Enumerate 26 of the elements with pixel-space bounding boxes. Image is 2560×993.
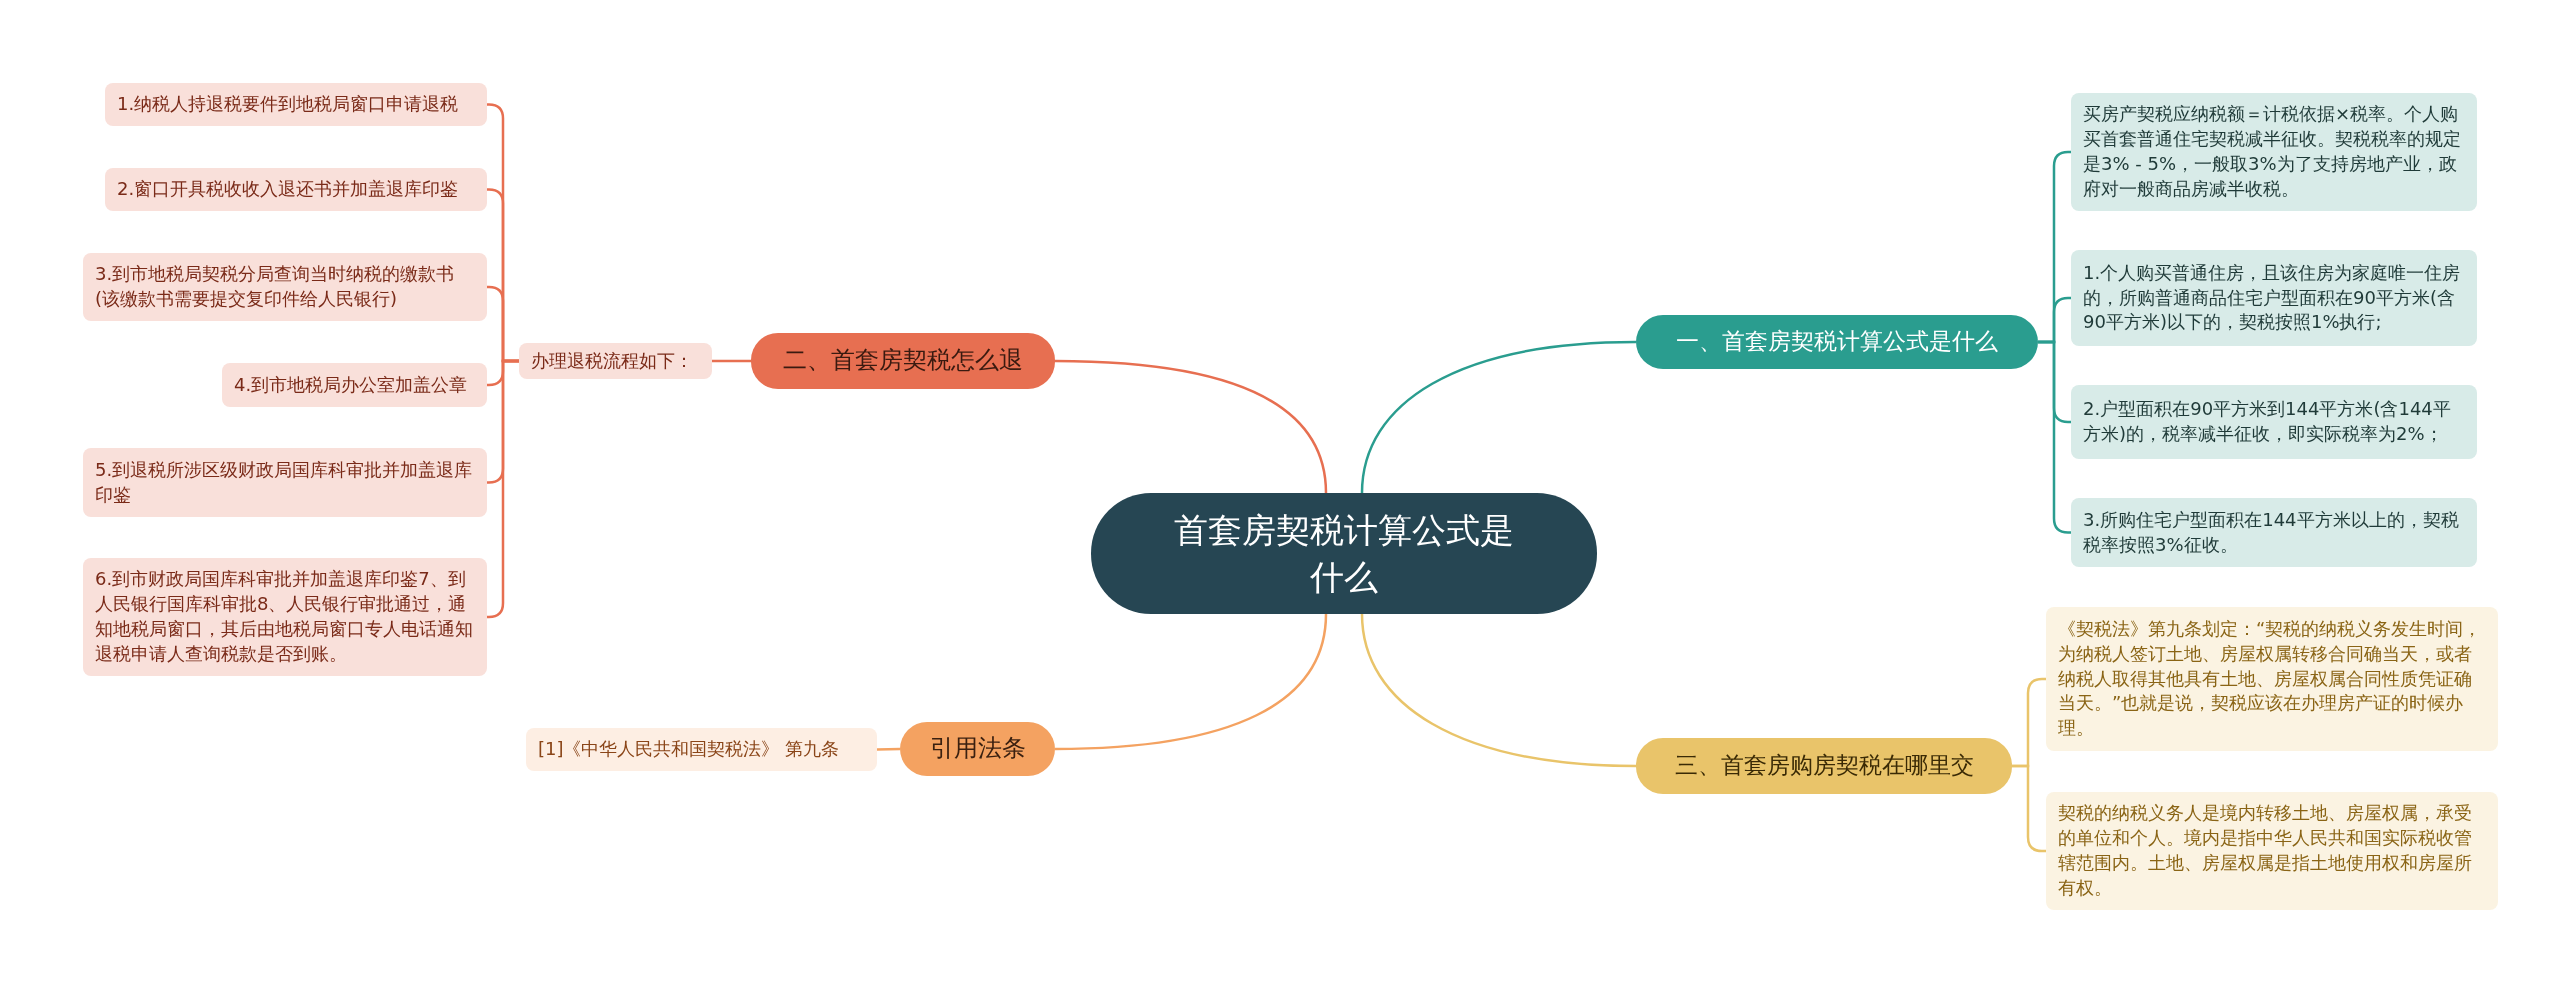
subtopic-box: 6.到市财政局国库科审批并加盖退库印鉴7、到人民银行国库科审批8、人民银行审批通过，通知地税局窗口，其后由地税局窗口专人电话通知退税申请人查询税款是否到账。 xyxy=(83,558,487,676)
subtopic-box: 2.户型面积在90平方米到144平方米(含144平方米)的，税率减半征收，即实际税率为2%； xyxy=(2071,385,2477,459)
subtopic-box: 《契税法》第九条划定：“契税的纳税义务发生时间，为纳税人签订土地、房屋权属转移合同确当天，或者纳税人取得其他具有土地、房屋权属合同性质凭证确当天。”也就是说，契税应该在办理房产证的时候办理。 xyxy=(2046,607,2498,751)
connector-line xyxy=(487,359,519,619)
connector-line xyxy=(1360,340,1637,494)
connector-line xyxy=(876,747,901,751)
central-topic: 首套房契税计算公式是什么 xyxy=(1091,493,1597,614)
subtopic-box: 买房产契税应纳税额＝计税依据×税率。个人购买首套普通住宅契税减半征收。契税税率的规定是3% - 5%，一般取3%为了支持房地产业，政府对一般商品房减半收税。 xyxy=(2071,93,2477,211)
subtopic-box: 3.到市地税局契税分局查询当时纳税的缴款书(该缴款书需要提交复印件给人民银行) xyxy=(83,253,487,321)
connector-line xyxy=(712,359,751,363)
branch-topic: 二、首套房契税怎么退 xyxy=(751,333,1055,389)
connector-line xyxy=(1054,359,1328,494)
branch-topic: 三、首套房购房契税在哪里交 xyxy=(1636,738,2012,794)
branch-topic: 引用法条 xyxy=(900,722,1055,776)
branch-topic: 一、首套房契税计算公式是什么 xyxy=(1636,315,2038,369)
subtopic-box: 1.纳税人持退税要件到地税局窗口申请退税 xyxy=(105,83,487,126)
connector-line xyxy=(1360,613,1637,768)
subtopic-box: 1.个人购买普通住房，且该住房为家庭唯一住房的，所购普通商品住宅户型面积在90平方米(含90平方米)以下的，契税按照1%执行; xyxy=(2071,250,2477,346)
subtopic-box: 5.到退税所涉区级财政局国库科审批并加盖退库印鉴 xyxy=(83,448,487,517)
subtopic-box: 办理退税流程如下： xyxy=(519,343,712,379)
subtopic-box: 契税的纳税义务人是境内转移土地、房屋权属，承受的单位和个人。境内是指中华人民共和国实际税收管辖范围内。土地、房屋权属是指土地使用权和房屋所有权。 xyxy=(2046,792,2498,910)
reference-box: [1]《中华人民共和国契税法》 第九条 xyxy=(526,728,877,771)
subtopic-box: 4.到市地税局办公室加盖公章 xyxy=(222,363,487,407)
subtopic-box: 2.窗口开具税收收入退还书并加盖退库印鉴 xyxy=(105,168,487,211)
connector-line xyxy=(1054,613,1328,751)
subtopic-box: 3.所购住宅户型面积在144平方米以上的，契税税率按照3%征收。 xyxy=(2071,498,2477,567)
